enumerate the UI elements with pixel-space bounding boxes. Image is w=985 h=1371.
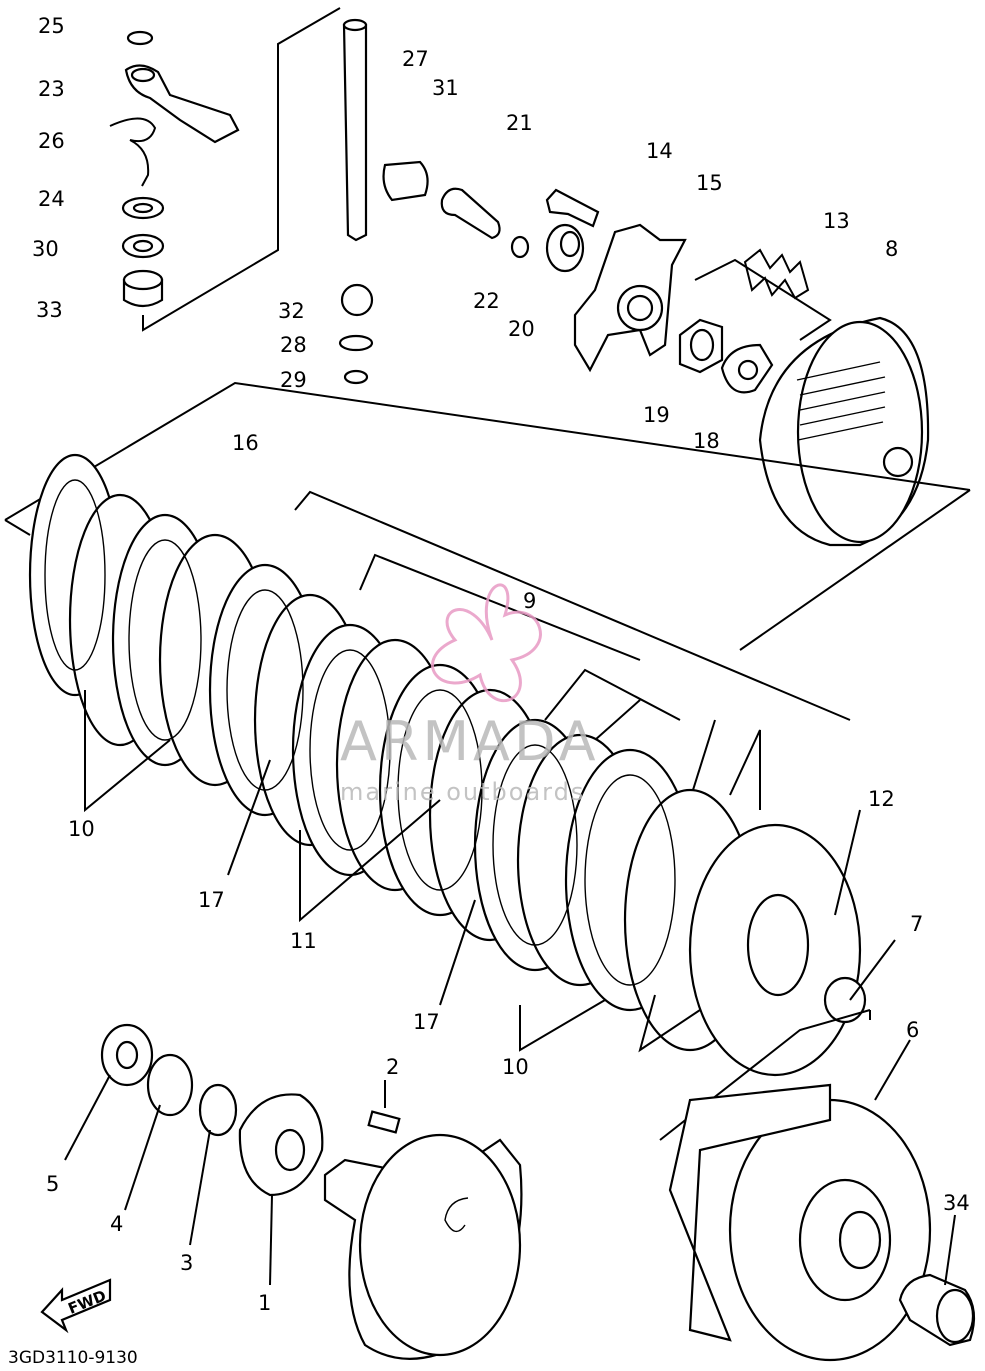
label-34: 34 (943, 1191, 970, 1215)
label-32: 32 (278, 299, 305, 323)
label-30: 30 (32, 237, 59, 261)
label-27: 27 (402, 47, 429, 71)
watermark-logo-icon (431, 583, 542, 703)
label-1: 1 (258, 1291, 271, 1315)
label-33: 33 (36, 298, 63, 322)
label-17a: 17 (198, 888, 225, 912)
watermark-tagline: marine outboards (340, 778, 585, 806)
lower-parts-group (64, 1009, 976, 1362)
label-5: 5 (46, 1172, 59, 1196)
label-4: 4 (110, 1212, 123, 1236)
label-10b: 10 (502, 1055, 529, 1079)
label-20: 20 (508, 317, 535, 341)
label-8: 8 (885, 237, 898, 261)
label-21: 21 (506, 111, 533, 135)
label-6: 6 (906, 1018, 919, 1042)
label-12: 12 (868, 787, 895, 811)
fwd-arrow: FWD (40, 1278, 112, 1334)
label-13: 13 (823, 209, 850, 233)
label-28: 28 (280, 333, 307, 357)
label-11: 11 (290, 929, 317, 953)
label-17b: 17 (413, 1010, 440, 1034)
part-labels: 25 23 26 24 30 33 27 31 21 14 15 13 8 22… (32, 14, 970, 1315)
label-31: 31 (432, 76, 459, 100)
label-7: 7 (910, 912, 923, 936)
label-10a: 10 (68, 817, 95, 841)
label-18: 18 (693, 429, 720, 453)
label-26: 26 (38, 129, 65, 153)
label-22: 22 (473, 289, 500, 313)
label-25: 25 (38, 14, 65, 38)
label-14: 14 (646, 139, 673, 163)
label-9: 9 (523, 589, 536, 613)
diagram-code: 3GD3110-9130 (8, 1348, 138, 1368)
label-19: 19 (643, 403, 670, 427)
label-3: 3 (180, 1251, 193, 1275)
label-15: 15 (696, 171, 723, 195)
label-16: 16 (232, 431, 259, 455)
label-24: 24 (38, 187, 65, 211)
watermark: ARMADA marine outboards (340, 583, 600, 806)
shift-lever-group (109, 7, 930, 547)
label-2: 2 (386, 1055, 399, 1079)
watermark-brand: ARMADA (340, 710, 600, 773)
clutch-plates-stack (4, 381, 971, 1077)
label-29: 29 (280, 368, 307, 392)
label-23: 23 (38, 77, 65, 101)
